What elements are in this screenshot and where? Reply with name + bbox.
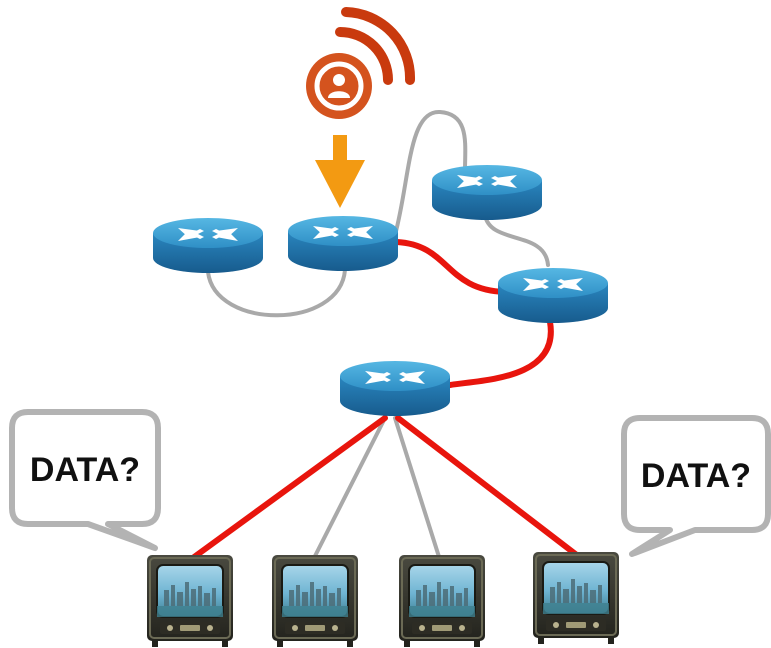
speech-bubble-icon: [9, 409, 161, 551]
router-icon: [340, 361, 450, 416]
router-icon: [498, 268, 608, 323]
arrow-down-icon: [315, 135, 365, 208]
idle-link-r3-r4: [483, 213, 550, 267]
tv-icon: [398, 554, 486, 648]
bubble-right-label: DATA?: [641, 457, 751, 495]
tv-icon: [271, 554, 359, 648]
speech-bubble-left: DATA?: [9, 409, 161, 551]
active-link-r2-r4: [394, 239, 508, 295]
active-links: [187, 239, 581, 563]
speech-bubble-icon: [621, 415, 771, 557]
user-broadcast-icon: [306, 7, 416, 119]
router-icon: [432, 165, 542, 220]
idle-link-r1-r2: [206, 268, 347, 318]
speech-bubble-right: DATA?: [621, 415, 771, 557]
idle-links: [206, 109, 550, 562]
active-link-r5-tv4: [395, 415, 581, 559]
active-link-r4-r5: [447, 319, 554, 388]
idle-link-r5-tv2: [311, 416, 387, 562]
idle-link-r2-r3: [393, 109, 468, 237]
bubble-left-label: DATA?: [30, 451, 140, 489]
active-link-r5-tv1: [187, 415, 388, 563]
router-icon: [153, 218, 263, 273]
tv-icon: [146, 554, 234, 648]
idle-link-r5-tv3: [393, 416, 442, 562]
router-icon: [288, 216, 398, 271]
tv-icon: [532, 551, 620, 645]
